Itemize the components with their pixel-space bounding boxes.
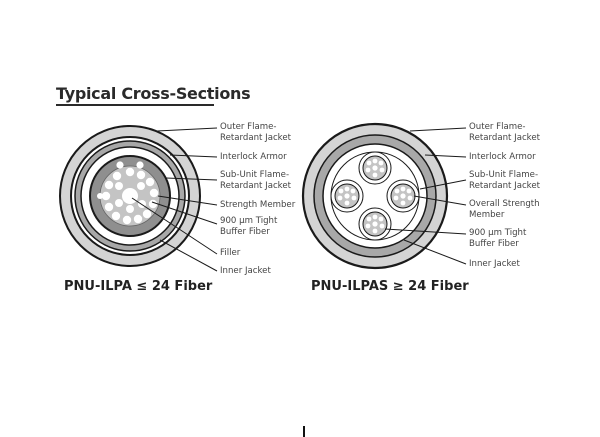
right-cable-cross-section xyxy=(301,122,467,270)
label-inner-jacket-left: Inner Jacket xyxy=(220,266,271,276)
label-interlock-armor-right: Interlock Armor xyxy=(469,152,536,162)
label-filler-left: Filler xyxy=(220,248,241,258)
label-tight-buffer-left: 900 µm Tight Buffer Fiber xyxy=(220,216,278,237)
label-subunit-jacket-left: Sub-Unit Flame- Retardant Jacket xyxy=(220,170,292,191)
title-underline xyxy=(56,104,214,106)
caption-left-cable: PNU-ILPA ≤ 24 Fiber xyxy=(64,279,213,294)
label-subunit-jacket-right: Sub-Unit Flame- Retardant Jacket xyxy=(469,170,541,191)
label-tight-buffer-right: 900 µm Tight Buffer Fiber xyxy=(469,228,527,249)
left-cable-cross-section xyxy=(59,125,218,272)
label-strength-member-left: Strength Member xyxy=(220,200,296,210)
section-title: Typical Cross-Sections xyxy=(56,84,251,103)
label-inner-jacket-right: Inner Jacket xyxy=(469,259,520,269)
label-interlock-armor-left: Interlock Armor xyxy=(220,152,287,162)
text-cursor-mark xyxy=(303,426,305,437)
caption-right-cable: PNU-ILPAS ≥ 24 Fiber xyxy=(311,279,469,294)
label-overall-strength-right: Overall Strength Member xyxy=(469,199,540,220)
label-outer-jacket-right: Outer Flame- Retardant Jacket xyxy=(469,122,541,143)
label-outer-jacket-left: Outer Flame- Retardant Jacket xyxy=(220,122,292,143)
